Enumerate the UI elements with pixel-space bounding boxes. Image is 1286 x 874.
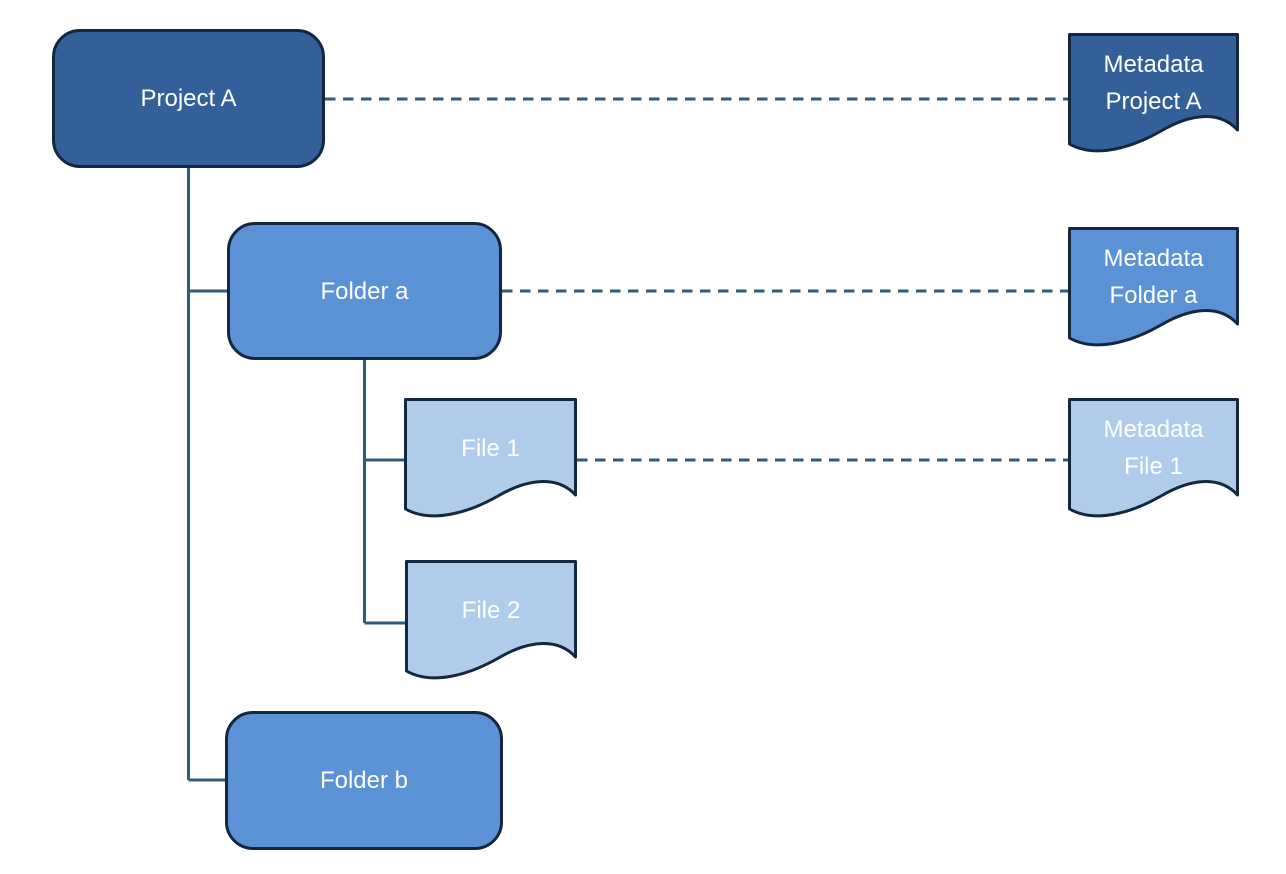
node-file-2: File 2 [405,560,577,685]
node-file-1-label: File 1 [461,434,520,462]
node-metadata-folder-a: Metadata Folder a [1068,227,1239,352]
document-shape [1068,398,1239,518]
document-shape [1068,227,1239,347]
document-shape [405,560,577,680]
node-folder-a: Folder a [227,222,502,360]
node-metadata-file-1: Metadata File 1 [1068,398,1239,523]
node-folder-a-label: Folder a [320,277,409,305]
connector-folder-a-to-files [363,360,405,625]
node-metadata-file-1-label-line1: Metadata [1103,416,1204,443]
node-file-2-label: File 2 [461,596,521,624]
node-metadata-folder-a-label-line1: Metadata [1103,245,1204,272]
node-folder-b: Folder b [225,711,503,850]
node-metadata-project-a-label-line1: Metadata [1103,51,1204,78]
node-project-a: Project A [52,29,325,168]
node-file-1: File 1 [404,398,577,523]
node-folder-b-label: Folder b [319,767,409,794]
node-metadata-folder-a-label-line2: Folder a [1109,282,1198,309]
node-metadata-project-a: Metadata Project A [1068,33,1239,158]
document-shape [1068,33,1239,153]
node-project-a-label: Project A [140,85,237,112]
node-metadata-project-a-label-line2: Project A [1105,88,1202,115]
connector-project-to-folders [187,168,227,782]
document-shape [404,398,577,518]
node-metadata-file-1-label-line2: File 1 [1124,453,1183,480]
